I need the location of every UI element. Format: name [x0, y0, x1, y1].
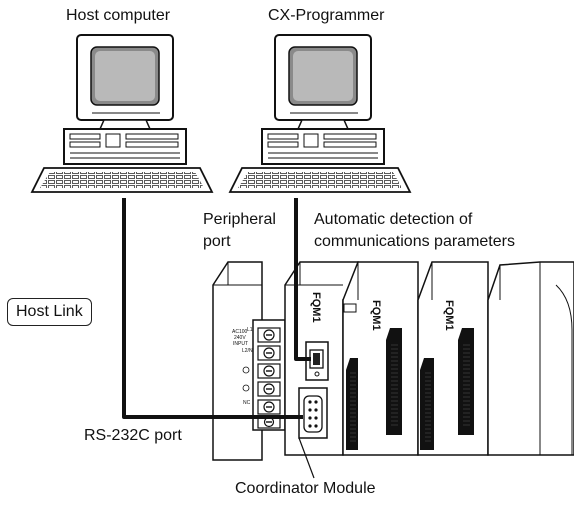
- auto-detect-label-line1: Automatic detection of: [314, 211, 473, 228]
- fqm1-module-2: [417, 261, 489, 456]
- power-label-input: INPUT: [233, 341, 248, 347]
- host-computer-label: Host computer: [66, 7, 171, 24]
- power-supply-unit: AC100 240V INPUT L1 L2/N NC: [212, 261, 286, 461]
- rs232c-port-label: RS-232C port: [84, 427, 182, 444]
- fqm1-module-1: [342, 261, 419, 456]
- power-label-l1: L1: [247, 327, 253, 333]
- fqm1-label-3: FQM1: [310, 292, 322, 323]
- power-label-240v: 240V: [234, 335, 246, 341]
- peripheral-port-label-line1: Peripheral: [203, 211, 276, 228]
- power-label-nc: NC: [243, 400, 251, 406]
- fqm1-label-1: FQM1: [370, 300, 382, 331]
- coordinator-module: [284, 261, 359, 456]
- power-label-l2n: L2/N: [242, 348, 253, 354]
- peripheral-port-cable: [294, 198, 311, 361]
- fqm1-label-2: FQM1: [443, 300, 455, 331]
- cx-programmer-computer-icon: [228, 34, 412, 193]
- coordinator-leader-line: [298, 437, 315, 479]
- peripheral-port-label-line2: port: [203, 233, 231, 250]
- cx-programmer-label: CX-Programmer: [268, 7, 385, 24]
- end-cover: [487, 261, 574, 456]
- host-computer-icon: [30, 34, 214, 193]
- coordinator-module-label: Coordinator Module: [235, 480, 376, 497]
- power-label-ac100: AC100: [232, 329, 248, 335]
- auto-detect-label-line2: communications parameters: [314, 233, 515, 250]
- host-link-cable: [122, 198, 303, 419]
- host-link-label: Host Link: [7, 298, 92, 326]
- plc-rack: AC100 240V INPUT L1 L2/N NC: [212, 261, 574, 461]
